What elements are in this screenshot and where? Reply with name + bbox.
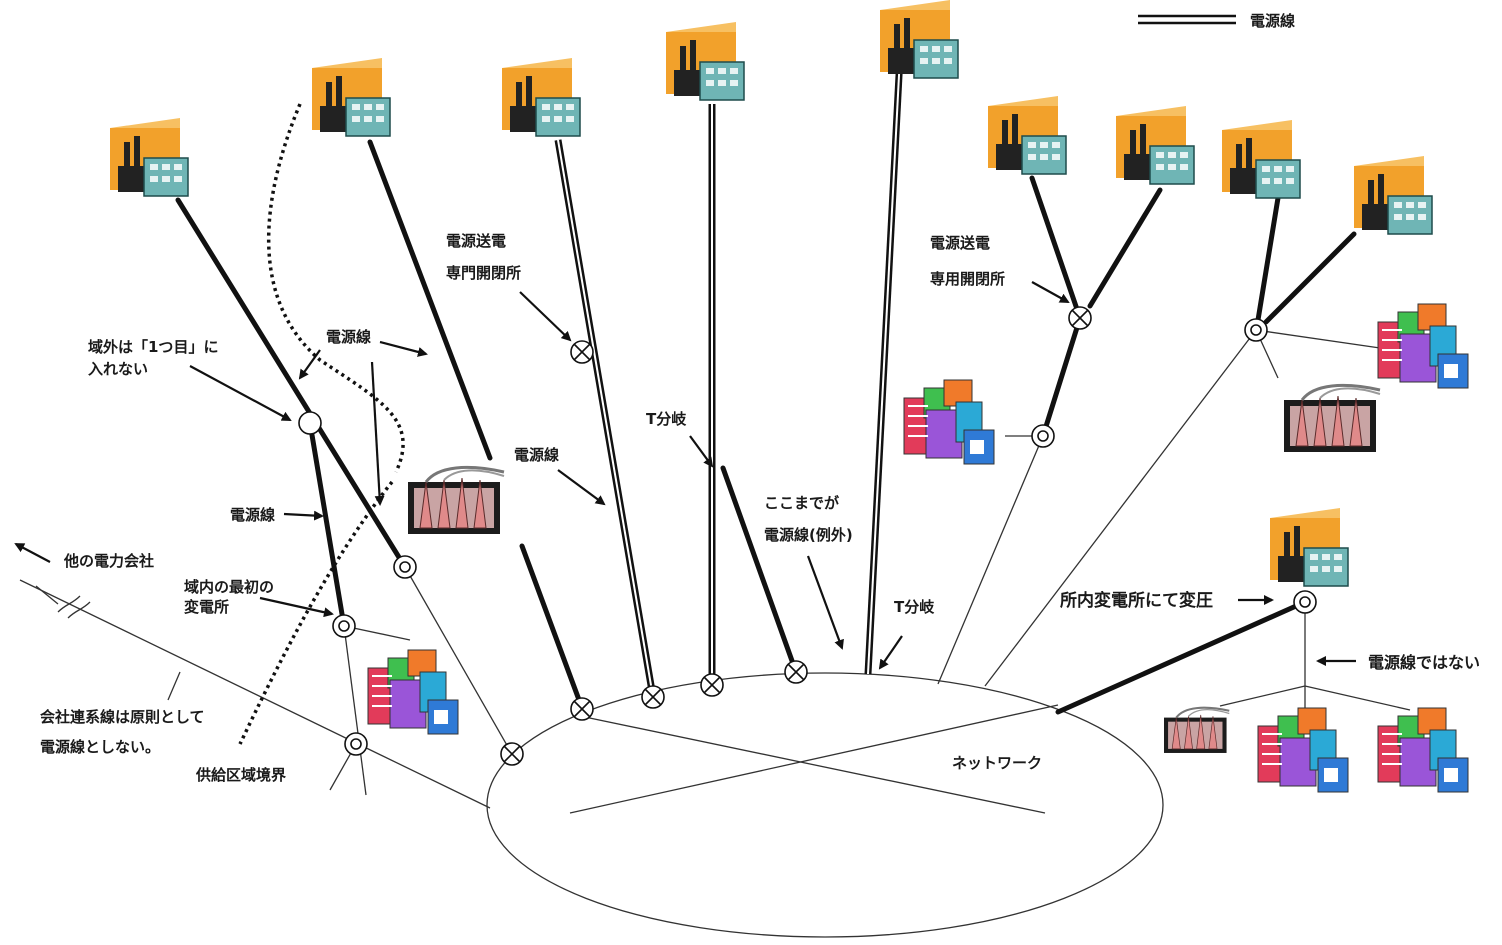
switching-station-2-line2: 専用開閉所	[930, 270, 1005, 288]
network-label: ネットワーク	[952, 754, 1042, 772]
power-lines	[175, 139, 1357, 715]
legend-label: 電源線	[1250, 12, 1295, 30]
interconnect-line2: 電源線としない。	[40, 738, 160, 756]
network: ネットワーク	[486, 672, 1164, 938]
city-buildings-icon	[1377, 303, 1469, 389]
outside-area-line1: 域外は「1つ目」に	[88, 338, 218, 356]
switch-icon	[570, 697, 594, 721]
interconnect-break	[35, 585, 91, 619]
other-company-label: 他の電力会社	[63, 552, 154, 570]
power-plant-icon	[109, 117, 189, 197]
power-plant-icon	[311, 57, 391, 137]
power-line-label-c: 電源線	[230, 506, 275, 524]
power-line-label-b: 電源線	[514, 446, 559, 464]
substation-symbols	[298, 318, 1317, 756]
switch-icon	[500, 742, 524, 766]
interconnect-line1: 会社連系線は原則として	[40, 708, 205, 726]
substation-icon	[393, 555, 417, 579]
power-plant-icon	[879, 0, 959, 79]
legend: 電源線	[1138, 12, 1295, 30]
city-buildings-icon	[367, 649, 459, 735]
substation-icon	[332, 614, 356, 638]
power-plant-icon	[987, 95, 1067, 175]
switch-icon	[570, 340, 594, 364]
switching-station-1-line1: 電源送電	[446, 232, 506, 250]
substation-icon	[1244, 318, 1268, 342]
switch-icon	[641, 685, 665, 709]
in-plant-transform-label: 所内変電所にて変圧	[1060, 590, 1213, 611]
switch-icon	[1068, 306, 1092, 330]
factory-load-icon	[406, 465, 506, 536]
factory-load-icon	[1162, 706, 1231, 754]
node-icon	[298, 411, 322, 435]
switching-station-1-line2: 専門開閉所	[446, 264, 521, 282]
power-plant-icon	[665, 21, 745, 101]
power-plant-icon	[501, 57, 581, 137]
supply-boundary-label: 供給区域境界	[195, 766, 286, 784]
city-buildings-icon	[1257, 707, 1349, 793]
substation-icon	[1293, 590, 1317, 614]
network-ellipse	[486, 672, 1164, 938]
city-buildings-icon	[1377, 707, 1469, 793]
factory-load-icon	[1282, 383, 1382, 454]
until-here-line2: 電源線(例外)	[764, 526, 853, 544]
load-factories	[406, 383, 1382, 754]
switch-icon	[700, 673, 724, 697]
t-branch-label-2: T分岐	[894, 598, 935, 616]
substation-icon	[1031, 424, 1055, 448]
first-substation-line1: 域内の最初の	[184, 578, 274, 596]
t-branch-label-1: T分岐	[646, 410, 687, 428]
city-buildings-icon	[903, 379, 995, 465]
outside-area-line2: 入れない	[88, 360, 148, 378]
labels: 電源送電 専門開閉所 電源送電 専用開閉所 域外は「1つ目」に 入れない 電源線…	[40, 232, 1480, 784]
power-line-label-a: 電源線	[326, 328, 371, 346]
power-plant-icon	[1115, 105, 1195, 185]
annotation-arrows	[14, 281, 1356, 701]
not-power-line-label: 電源線ではない	[1368, 653, 1480, 672]
supply-boundary-line	[238, 103, 405, 745]
double-power-lines	[554, 55, 904, 698]
power-plant-icon	[1353, 155, 1433, 235]
first-substation-line2: 変電所	[184, 598, 229, 616]
until-here-line1: ここまでが	[764, 494, 840, 512]
switching-station-2-line1: 電源送電	[930, 234, 990, 252]
power-plant-icon	[1221, 119, 1301, 199]
switch-icon	[784, 660, 808, 684]
power-plant-icon	[1269, 507, 1349, 587]
substation-icon	[344, 732, 368, 756]
